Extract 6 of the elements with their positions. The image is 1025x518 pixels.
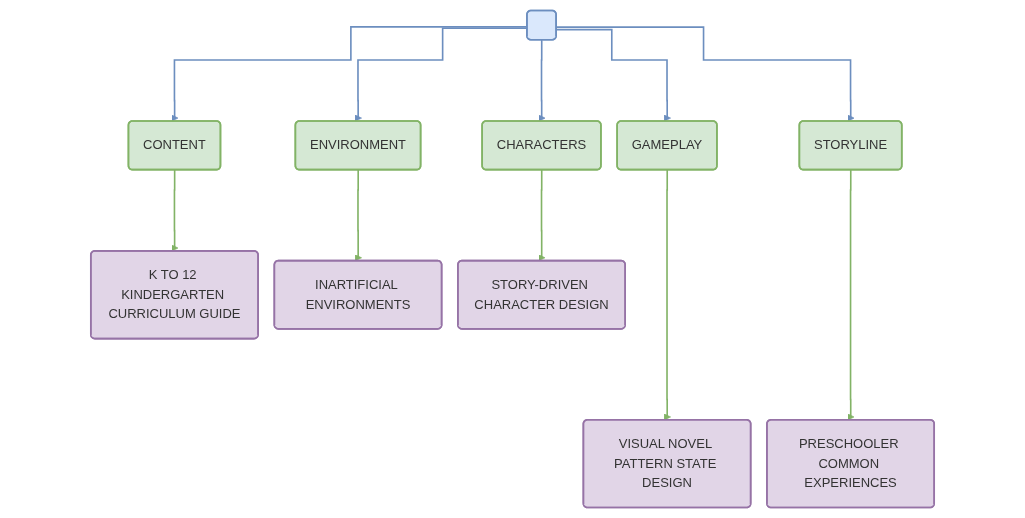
arrow — [171, 169, 179, 252]
arrow — [538, 39, 546, 122]
arrow — [538, 169, 546, 262]
arrow — [663, 169, 671, 421]
arrow — [847, 169, 855, 421]
arrow — [354, 169, 362, 262]
